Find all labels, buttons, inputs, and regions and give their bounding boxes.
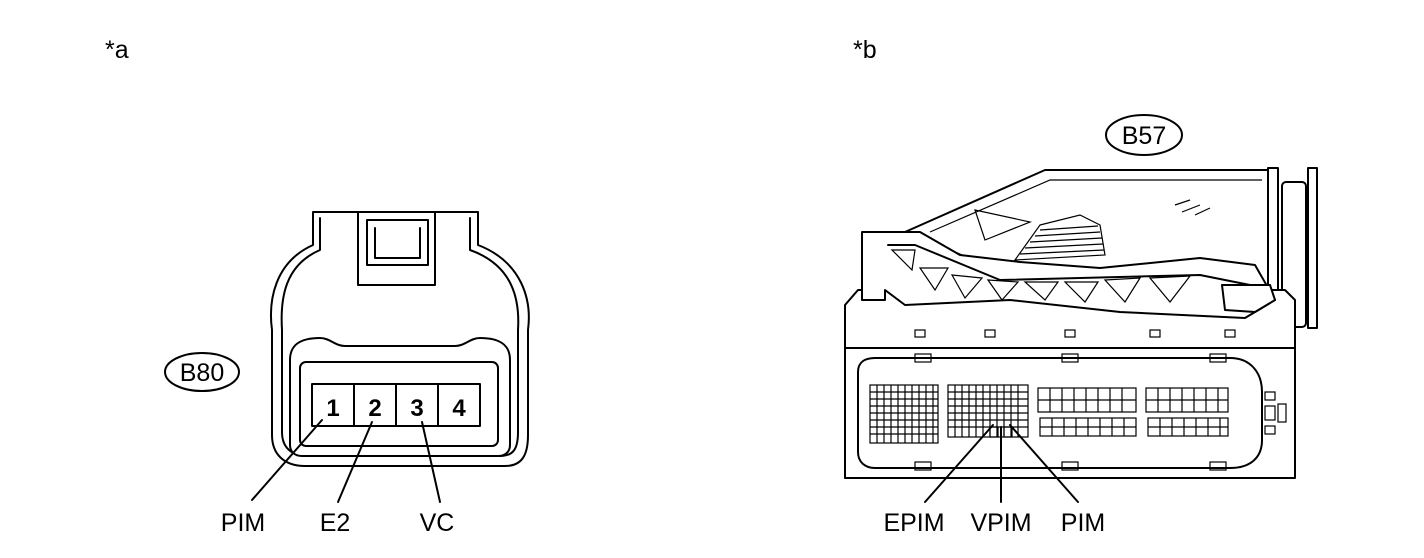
pin-1-label: 1 bbox=[326, 395, 339, 422]
view-a: *a 1 2 3 4 B80 bbox=[105, 36, 530, 537]
view-a-label: *a bbox=[105, 36, 129, 64]
connector-b80-cavity bbox=[299, 361, 499, 447]
pin-4-label: 4 bbox=[452, 395, 466, 422]
connector-b80-lock-tab bbox=[357, 211, 436, 286]
leader-epim bbox=[924, 424, 994, 503]
view-b: *b B57 bbox=[844, 36, 1318, 537]
connector-b80-face bbox=[289, 337, 511, 457]
connector-b80-id: B80 bbox=[180, 359, 224, 387]
terminal-label-epim: EPIM bbox=[883, 509, 944, 537]
ecu-right-clip bbox=[1221, 284, 1276, 313]
ecu-right-post-2 bbox=[1307, 167, 1318, 329]
connector-b80-drawing: 1 2 3 4 bbox=[251, 211, 530, 503]
connector-b57-tag bbox=[1105, 114, 1183, 156]
terminal-label-e2: E2 bbox=[320, 509, 351, 537]
ecu-pin-block-4 bbox=[1145, 387, 1229, 437]
terminal-label-vpim: VPIM bbox=[970, 509, 1031, 537]
leader-e2 bbox=[337, 421, 373, 503]
connector-b80-tag bbox=[164, 352, 240, 392]
connector-b80-lock-inner bbox=[366, 219, 429, 266]
leader-pim-a bbox=[251, 419, 323, 501]
leader-vc bbox=[421, 421, 441, 503]
view-b-label: *b bbox=[853, 36, 877, 64]
terminal-label-pim-a: PIM bbox=[221, 509, 265, 537]
pin-2-label: 2 bbox=[368, 395, 381, 422]
ecu-pin-block-3 bbox=[1037, 387, 1137, 437]
terminal-label-vc: VC bbox=[420, 509, 455, 537]
ecu-pin-block-1 bbox=[869, 384, 939, 444]
leader-pim-b bbox=[1009, 424, 1079, 503]
pin-3-label: 3 bbox=[410, 395, 423, 422]
connector-b57-id: B57 bbox=[1122, 122, 1166, 150]
terminal-label-pim-b: PIM bbox=[1061, 509, 1105, 537]
ecu-connector-b57-drawing bbox=[844, 167, 1318, 503]
